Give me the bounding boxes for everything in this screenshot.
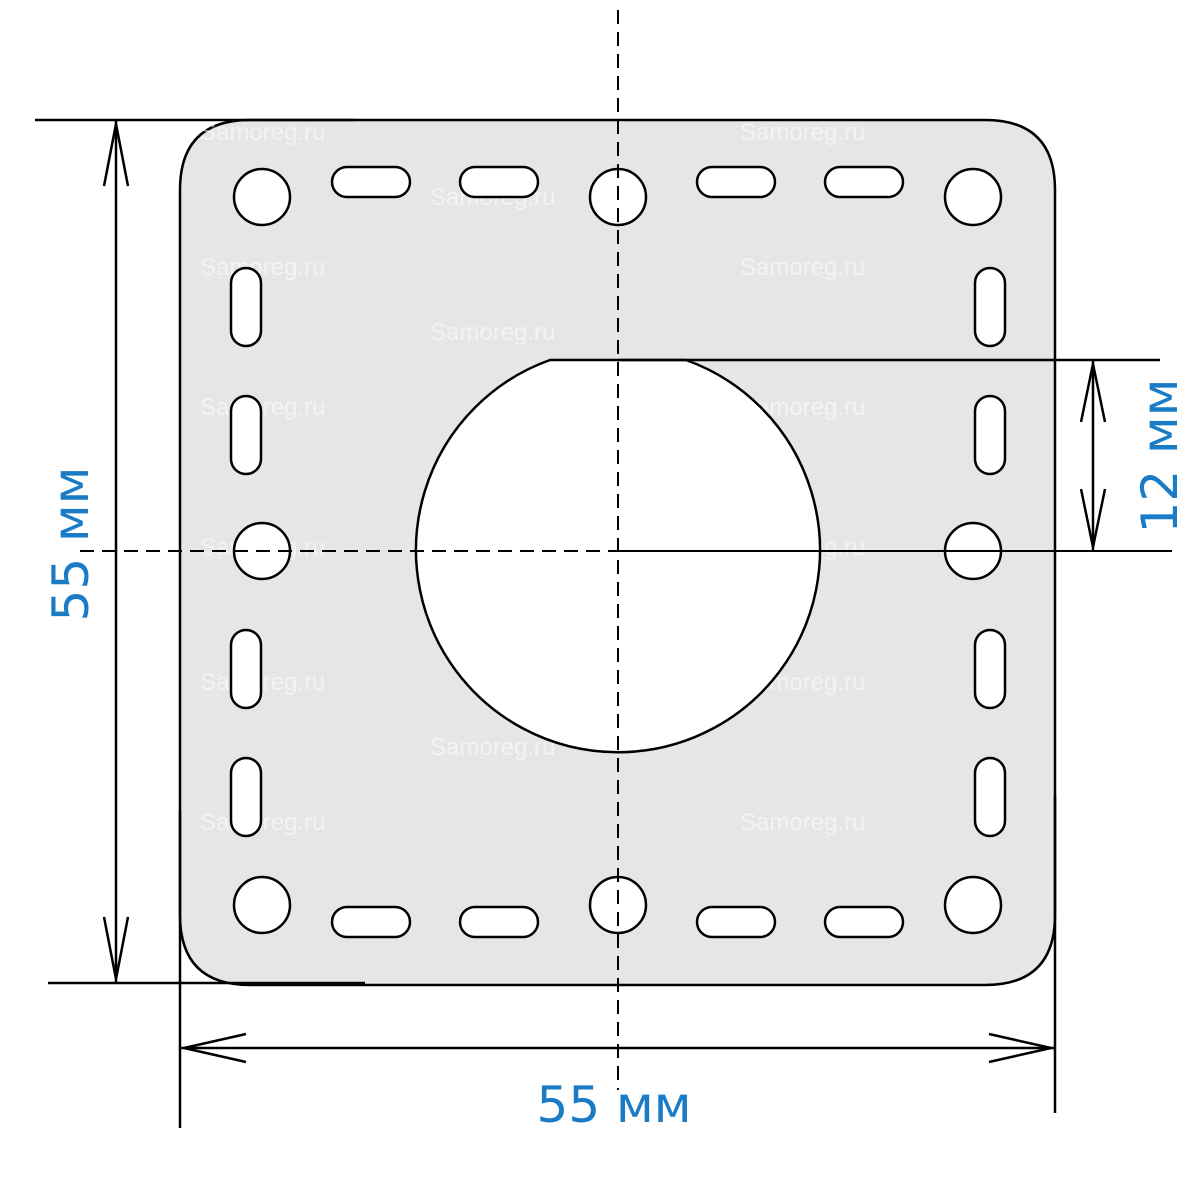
arrowhead-top	[102, 123, 130, 187]
slot-top	[823, 165, 905, 199]
arrowhead-up	[1079, 363, 1107, 423]
slot-bottom	[823, 905, 905, 939]
watermark-text: Samoreg.ru	[200, 254, 325, 281]
slot-left	[229, 756, 263, 838]
watermark-text: Samoreg.ru	[740, 809, 865, 836]
slot-top	[695, 165, 777, 199]
watermark-text: Samoreg.ru	[430, 319, 555, 346]
width-dimension-label: 55 мм	[537, 1076, 692, 1134]
arrowhead-left	[183, 1032, 247, 1064]
watermark-layer: Samoreg.ru Samoreg.ru Samoreg.ru Samoreg…	[200, 119, 865, 836]
slot-right	[973, 628, 1007, 710]
slot-right	[973, 266, 1007, 348]
watermark-text: Samoreg.ru	[740, 119, 865, 146]
arrowhead-right	[988, 1032, 1052, 1064]
slot-bottom	[458, 905, 540, 939]
center-hole	[414, 358, 822, 754]
slot-left	[229, 628, 263, 710]
slot-bottom	[330, 905, 412, 939]
corner-hole-top-right	[943, 167, 1003, 227]
radius-dimension-label: 12 мм	[1131, 379, 1189, 534]
corner-hole-top-left	[232, 167, 292, 227]
slot-right	[973, 756, 1007, 838]
watermark-text: Samoreg.ru	[430, 734, 555, 761]
arrowhead-down	[1079, 488, 1107, 548]
watermark-text: Samoreg.ru	[200, 394, 325, 421]
slot-left	[229, 266, 263, 348]
slot-left	[229, 394, 263, 476]
slot-top	[458, 165, 540, 199]
watermark-text: Samoreg.ru	[200, 669, 325, 696]
watermark-text: Samoreg.ru	[200, 809, 325, 836]
corner-hole-bottom-left	[232, 875, 292, 935]
slot-bottom	[695, 905, 777, 939]
height-dimension-label: 55 мм	[42, 467, 100, 622]
slot-right	[973, 394, 1007, 476]
corner-hole-bottom-right	[943, 875, 1003, 935]
watermark-text: Samoreg.ru	[200, 119, 325, 146]
arrowhead-bottom	[102, 916, 130, 980]
watermark-text: Samoreg.ru	[740, 254, 865, 281]
slot-top	[330, 165, 412, 199]
